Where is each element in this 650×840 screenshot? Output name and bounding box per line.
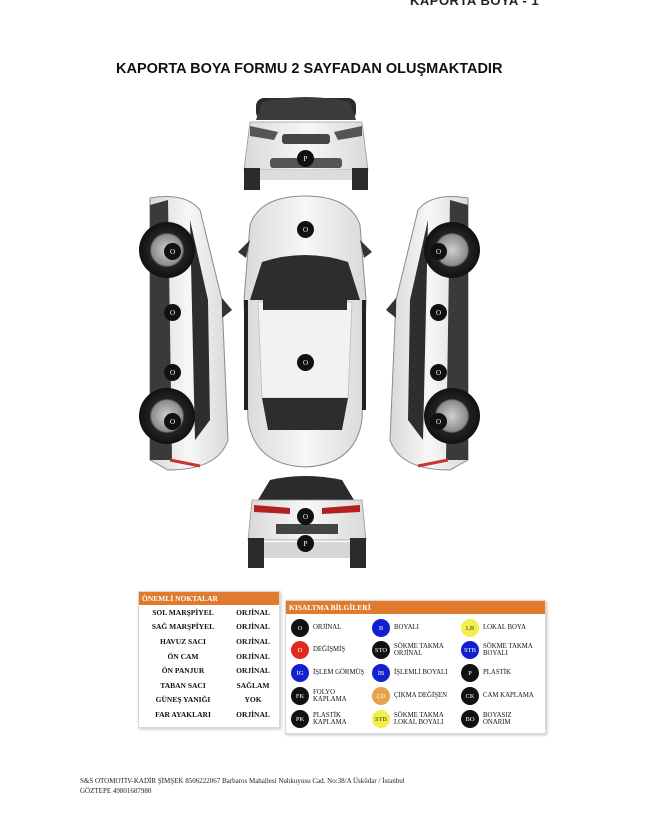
marker-left-quarter[interactable]: O [164, 413, 181, 430]
legend-item: LB LOKAL BOYA [461, 619, 539, 637]
legend-item: STB SÖKME TAKMA LOKAL BOYALI [372, 710, 450, 728]
legend-label: PLASTİK KAPLAMA [313, 711, 347, 727]
marker-right-front-door[interactable]: O [430, 304, 447, 321]
legend-item: O ORJİNAL [291, 619, 369, 637]
legend-label: İŞLEM GÖRMÜŞ [313, 669, 365, 677]
legend-item: PK PLASTİK KAPLAMA [291, 710, 369, 728]
left-side-view [139, 196, 232, 471]
legend-label: BOYALI [394, 624, 419, 632]
marker-left-rear-door[interactable]: O [164, 364, 181, 381]
legend-label: SÖKME TAKMA ORJİNAL [394, 642, 444, 658]
legend-item: İG İŞLEM GÖRMÜŞ [291, 664, 369, 682]
legend-code: D [291, 641, 309, 659]
legend-label: ORJİNAL [313, 624, 342, 632]
legend-label: SÖKME TAKMA LOKAL BOYALI [394, 711, 444, 727]
legend-label: İŞLEMLİ BOYALI [394, 669, 448, 677]
abbreviations-legend: KISALTMA BİLGİLERİ O ORJİNAL B BOYALI LB… [285, 600, 546, 734]
legend-label: CAM KAPLAMA [483, 692, 534, 700]
marker-right-fender[interactable]: O [430, 243, 447, 260]
legend-item: D DEĞİŞMİŞ [291, 641, 369, 659]
marker-right-rear-door[interactable]: O [430, 364, 447, 381]
legend-label: LOKAL BOYA [483, 624, 526, 632]
marker-trunk[interactable]: O [297, 508, 314, 525]
legend-code: O [291, 619, 309, 637]
legend-code: BO [461, 710, 479, 728]
legend-item: ÇD ÇIKMA DEĞİŞEN [372, 687, 450, 705]
abbreviations-title: KISALTMA BİLGİLERİ [286, 601, 545, 614]
marker-front-bumper[interactable]: P [297, 150, 314, 167]
top-view [238, 195, 372, 468]
footer-address: S&S OTOMOTİV-KADİR ŞİMŞEK 8506222067 Bar… [80, 777, 405, 785]
legend-code: B [372, 619, 390, 637]
legend-label: BOYASIZ ONARIM [483, 711, 512, 727]
footer: S&S OTOMOTİV-KADİR ŞİMŞEK 8506222067 Bar… [80, 777, 560, 796]
marker-left-front-door[interactable]: O [164, 304, 181, 321]
legend-code: STO [372, 641, 390, 659]
legend-code: CK [461, 687, 479, 705]
legend-code: İG [291, 664, 309, 682]
right-side-view [386, 196, 480, 471]
form-title: KAPORTA BOYA FORMU 2 SAYFADAN OLUŞMAKTAD… [116, 61, 503, 77]
car-diagram [139, 97, 480, 568]
legend-item: STO SÖKME TAKMA ORJİNAL [372, 641, 450, 659]
legend-item: CK CAM KAPLAMA [461, 687, 539, 705]
front-view [243, 97, 369, 190]
legend-label: ÇIKMA DEĞİŞEN [394, 692, 448, 700]
legend-code: İB [372, 664, 390, 682]
footer-phone: GÖZTEPE 49801687980 [80, 786, 152, 795]
legend-code: FK [291, 687, 309, 705]
legend-item: BO BOYASIZ ONARIM [461, 710, 539, 728]
legend-item: İB İŞLEMLİ BOYALI [372, 664, 450, 682]
marker-hood[interactable]: O [297, 221, 314, 238]
marker-roof[interactable]: O [297, 354, 314, 371]
legend-code: P [461, 664, 479, 682]
legend-label: FOLYO KAPLAMA [313, 688, 347, 704]
legend-item: B BOYALI [372, 619, 450, 637]
legend-code: STB [461, 641, 479, 659]
legend-code: ÇD [372, 687, 390, 705]
marker-rear-bumper[interactable]: P [297, 535, 314, 552]
legend-item: STB SÖKME TAKMA BOYALI [461, 641, 539, 659]
legend-code: LB [461, 619, 479, 637]
legend-label: SÖKME TAKMA BOYALI [483, 642, 533, 658]
legend-label: DEĞİŞMİŞ [313, 646, 346, 654]
important-points-title: ÖNEMLİ NOKTALAR [139, 592, 279, 605]
legend-code: PK [291, 710, 309, 728]
legend-code: STB [372, 710, 390, 728]
legend-item: P PLASTİK [461, 664, 539, 682]
page-header: KAPORTA BOYA - 1 [410, 0, 540, 8]
legend-label: PLASTİK [483, 669, 511, 677]
marker-right-quarter[interactable]: O [430, 413, 447, 430]
marker-left-fender[interactable]: O [164, 243, 181, 260]
legend-item: FK FOLYO KAPLAMA [291, 687, 369, 705]
